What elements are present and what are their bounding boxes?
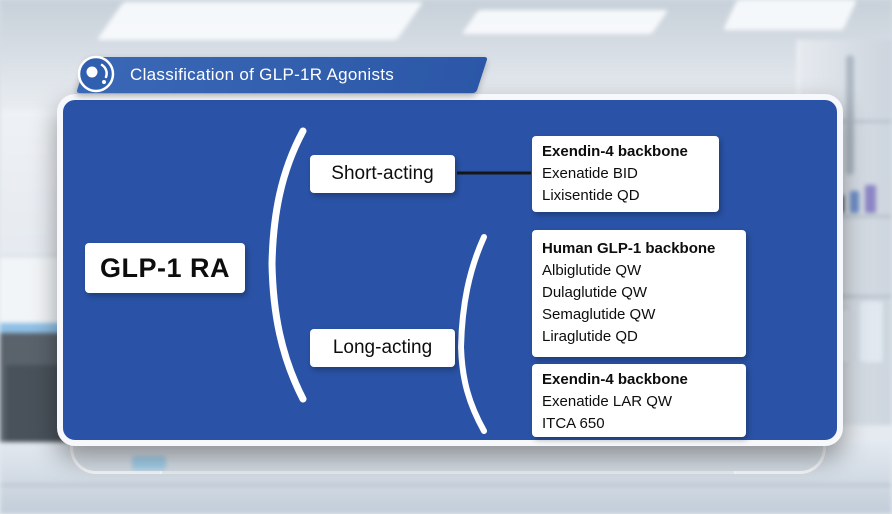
leaf-human-glp1-backbone: Human GLP-1 backbone Albiglutide QW Dula… [532,230,746,357]
leaf-item: Dulaglutide QW [542,284,648,301]
leaf-exendin4-short-acting: Exendin-4 backbone Exenatide BID Lixisen… [532,136,719,212]
leaf-item: Albiglutide QW [542,262,642,279]
floor-seam [0,484,892,486]
reflection-line [160,471,736,474]
reagent-bottle [865,185,876,213]
leaf-heading: Human GLP-1 backbone [542,240,716,257]
brace-main [268,127,307,403]
ceiling-light [461,10,669,34]
page-title: Classification of GLP-1R Agonists [130,65,395,84]
leaf-item: Exenatide LAR QW [542,393,673,410]
branch-label: Long-acting [332,337,433,358]
title-banner: Classification of GLP-1R Agonists [76,57,488,93]
shelf-edge [797,215,892,218]
ceiling-light [723,0,857,30]
lab-pole [846,55,854,175]
glass-cylinder [858,300,884,364]
leaf-heading: Exendin-4 backbone [542,371,688,388]
root-node-label: GLP-1 RA [99,252,230,283]
counter-accent-strip [0,323,70,333]
reagent-bottle [850,191,859,213]
shelf-edge [797,120,892,123]
brace-long [457,234,487,434]
banner-logo-icon [77,55,115,93]
leaf-item: Liraglutide QD [542,328,638,345]
leaf-item: ITCA 650 [542,415,605,432]
root-node-glp1ra: GLP-1 RA [85,243,245,293]
leaf-item: Exenatide BID [542,165,638,182]
leaf-exendin4-long-acting: Exendin-4 backbone Exenatide LAR QW ITCA… [532,364,746,437]
branch-short-acting: Short-acting [310,155,455,193]
reflection-arc-right [734,428,826,474]
leaf-heading: Exendin-4 backbone [542,143,688,160]
branch-long-acting: Long-acting [310,329,455,367]
shelf-edge [797,295,892,298]
ceiling-light [96,2,424,40]
diagram-panel: GLP-1 RA Short-acting Long-acting Exendi… [57,94,843,446]
leaf-item: Lixisentide QD [542,187,640,204]
branch-label: Short-acting [331,163,434,184]
reflection-arc-left [70,428,162,474]
leaf-item: Semaglutide QW [542,306,656,323]
